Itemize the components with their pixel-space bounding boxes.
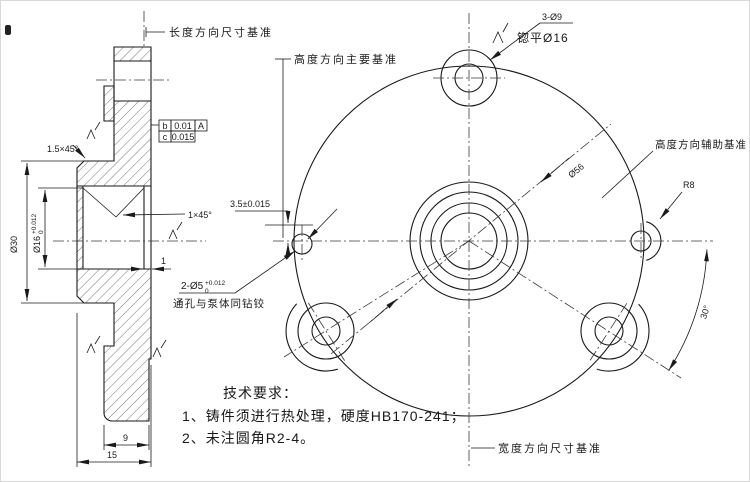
angle-dimension: 30°	[668, 249, 712, 371]
tolerance-frame: b 0.01 A c 0.015	[151, 119, 208, 143]
bolt-circle-text: Ø56	[566, 161, 586, 179]
datum-height-main-callout: 高度方向主要基准	[275, 52, 398, 238]
lobe-arc-bottom-right	[596, 303, 650, 372]
pin-holes-tol-lower: 0	[205, 288, 209, 295]
face-view: Ø56 3-Ø9 锪平Ø16 高度方向主要基准 高度方向辅助基准 宽度方向尺寸基…	[173, 12, 747, 469]
leg-width-text: 9	[123, 433, 128, 443]
bore-cone-edge	[82, 187, 117, 218]
datum-length-callout: 长度方向尺寸基准	[145, 25, 273, 39]
tol-datum-ref: A	[198, 121, 204, 131]
datum-length-label: 长度方向尺寸基准	[169, 25, 273, 39]
datum-height-main-label: 高度方向主要基准	[294, 52, 398, 66]
surface-finish-icon	[86, 121, 101, 140]
section-top-tab	[113, 46, 152, 62]
datum-height-aux-label: 高度方向辅助基准	[655, 138, 747, 151]
hub-diameter-dimension: Ø30	[9, 160, 84, 304]
tol-symbol-2: c	[163, 132, 168, 142]
section-hub-wall	[76, 185, 84, 270]
section-view: 长度方向尺寸基准 b 0.01 A c 0.015 1.5×45° 1×45°	[9, 11, 273, 467]
tol-symbol-1: b	[162, 121, 167, 131]
bottom-width-dimensions: 9 15	[76, 313, 152, 467]
chamfer-top-callout: 1.5×45°	[47, 121, 101, 159]
tol-value-1: 0.01	[174, 121, 192, 131]
step-dim-text: 1	[161, 256, 166, 266]
pin-holes-tol-upper: +0.012	[205, 280, 225, 287]
surface-finish-icon	[492, 22, 509, 44]
datum-height-aux-callout: 高度方向辅助基准	[601, 138, 747, 199]
overall-width-text: 15	[107, 450, 117, 460]
lobe-radius-text: R8	[683, 180, 695, 190]
lobe-arc-bottom-left	[285, 303, 338, 372]
section-lower-body	[76, 268, 152, 422]
hub-diameter-text: Ø30	[9, 236, 19, 253]
surface-finish-icon	[86, 335, 101, 354]
bolt-hole-callout: 3-Ø9 锪平Ø16	[489, 12, 573, 61]
section-spotface-notch	[103, 85, 115, 122]
spotface-note-text: 锪平Ø16	[517, 30, 569, 45]
bolt-holes	[291, 49, 652, 360]
surface-finish-icon	[152, 339, 167, 358]
tech-requirements: 技术要求： 1、铸件须进行热处理，硬度HB170-241； 2、未注圆角R2-4…	[182, 385, 466, 446]
pin-holes-callout: 2-Ø5 +0.012 0 通孔与泵体同钻铰	[173, 208, 338, 310]
tech-req-item-2: 2、未注圆角R2-4。	[182, 430, 315, 446]
surface-finish-icon	[168, 221, 183, 240]
angle-dim-text: 30°	[698, 304, 712, 320]
offset-dimension: 3.5±0.015	[230, 199, 313, 257]
bore-cone-edge	[115, 187, 145, 218]
bolt-hole-br	[594, 316, 624, 346]
face-centerlines	[273, 13, 713, 469]
tol-value-2: 0.015	[172, 132, 195, 142]
datum-width-label: 宽度方向尺寸基准	[498, 441, 602, 455]
tech-req-title: 技术要求：	[223, 385, 298, 401]
pin-holes-dim-text: 2-Ø5	[181, 281, 204, 292]
section-centerlines	[53, 11, 206, 242]
bolt-hole-br-spotface	[580, 302, 638, 360]
offset-dim-text: 3.5±0.015	[230, 199, 270, 209]
bore-diameter-text: Ø16	[32, 236, 42, 253]
lobe-radius-callout: R8	[659, 180, 695, 220]
datum-width-callout: 宽度方向尺寸基准	[471, 441, 602, 455]
bolt-hole-bl	[311, 316, 341, 346]
bore-diameter-dimension: Ø16 +0.012 0	[31, 187, 83, 270]
section-hatched-body	[76, 46, 152, 422]
chamfer-bore-label: 1×45°	[188, 210, 212, 220]
bolt-hole-bl-spotface	[297, 302, 355, 360]
section-edges	[82, 61, 152, 269]
bore-tol-lower: 0	[38, 230, 45, 234]
pin-holes-note-text: 通孔与泵体同钻铰	[173, 297, 265, 310]
tech-req-item-1: 1、铸件须进行热处理，硬度HB170-241；	[182, 408, 466, 425]
stamp-artifact	[5, 25, 11, 35]
chamfer-top-label: 1.5×45°	[47, 144, 79, 154]
bolt-holes-dim-text: 3-Ø9	[542, 12, 562, 22]
chamfer-bore-callout: 1×45°	[122, 210, 212, 240]
step-dimension: 1	[129, 256, 171, 272]
section-upper-body	[76, 100, 152, 187]
bore-tol-upper: +0.012	[31, 214, 38, 234]
